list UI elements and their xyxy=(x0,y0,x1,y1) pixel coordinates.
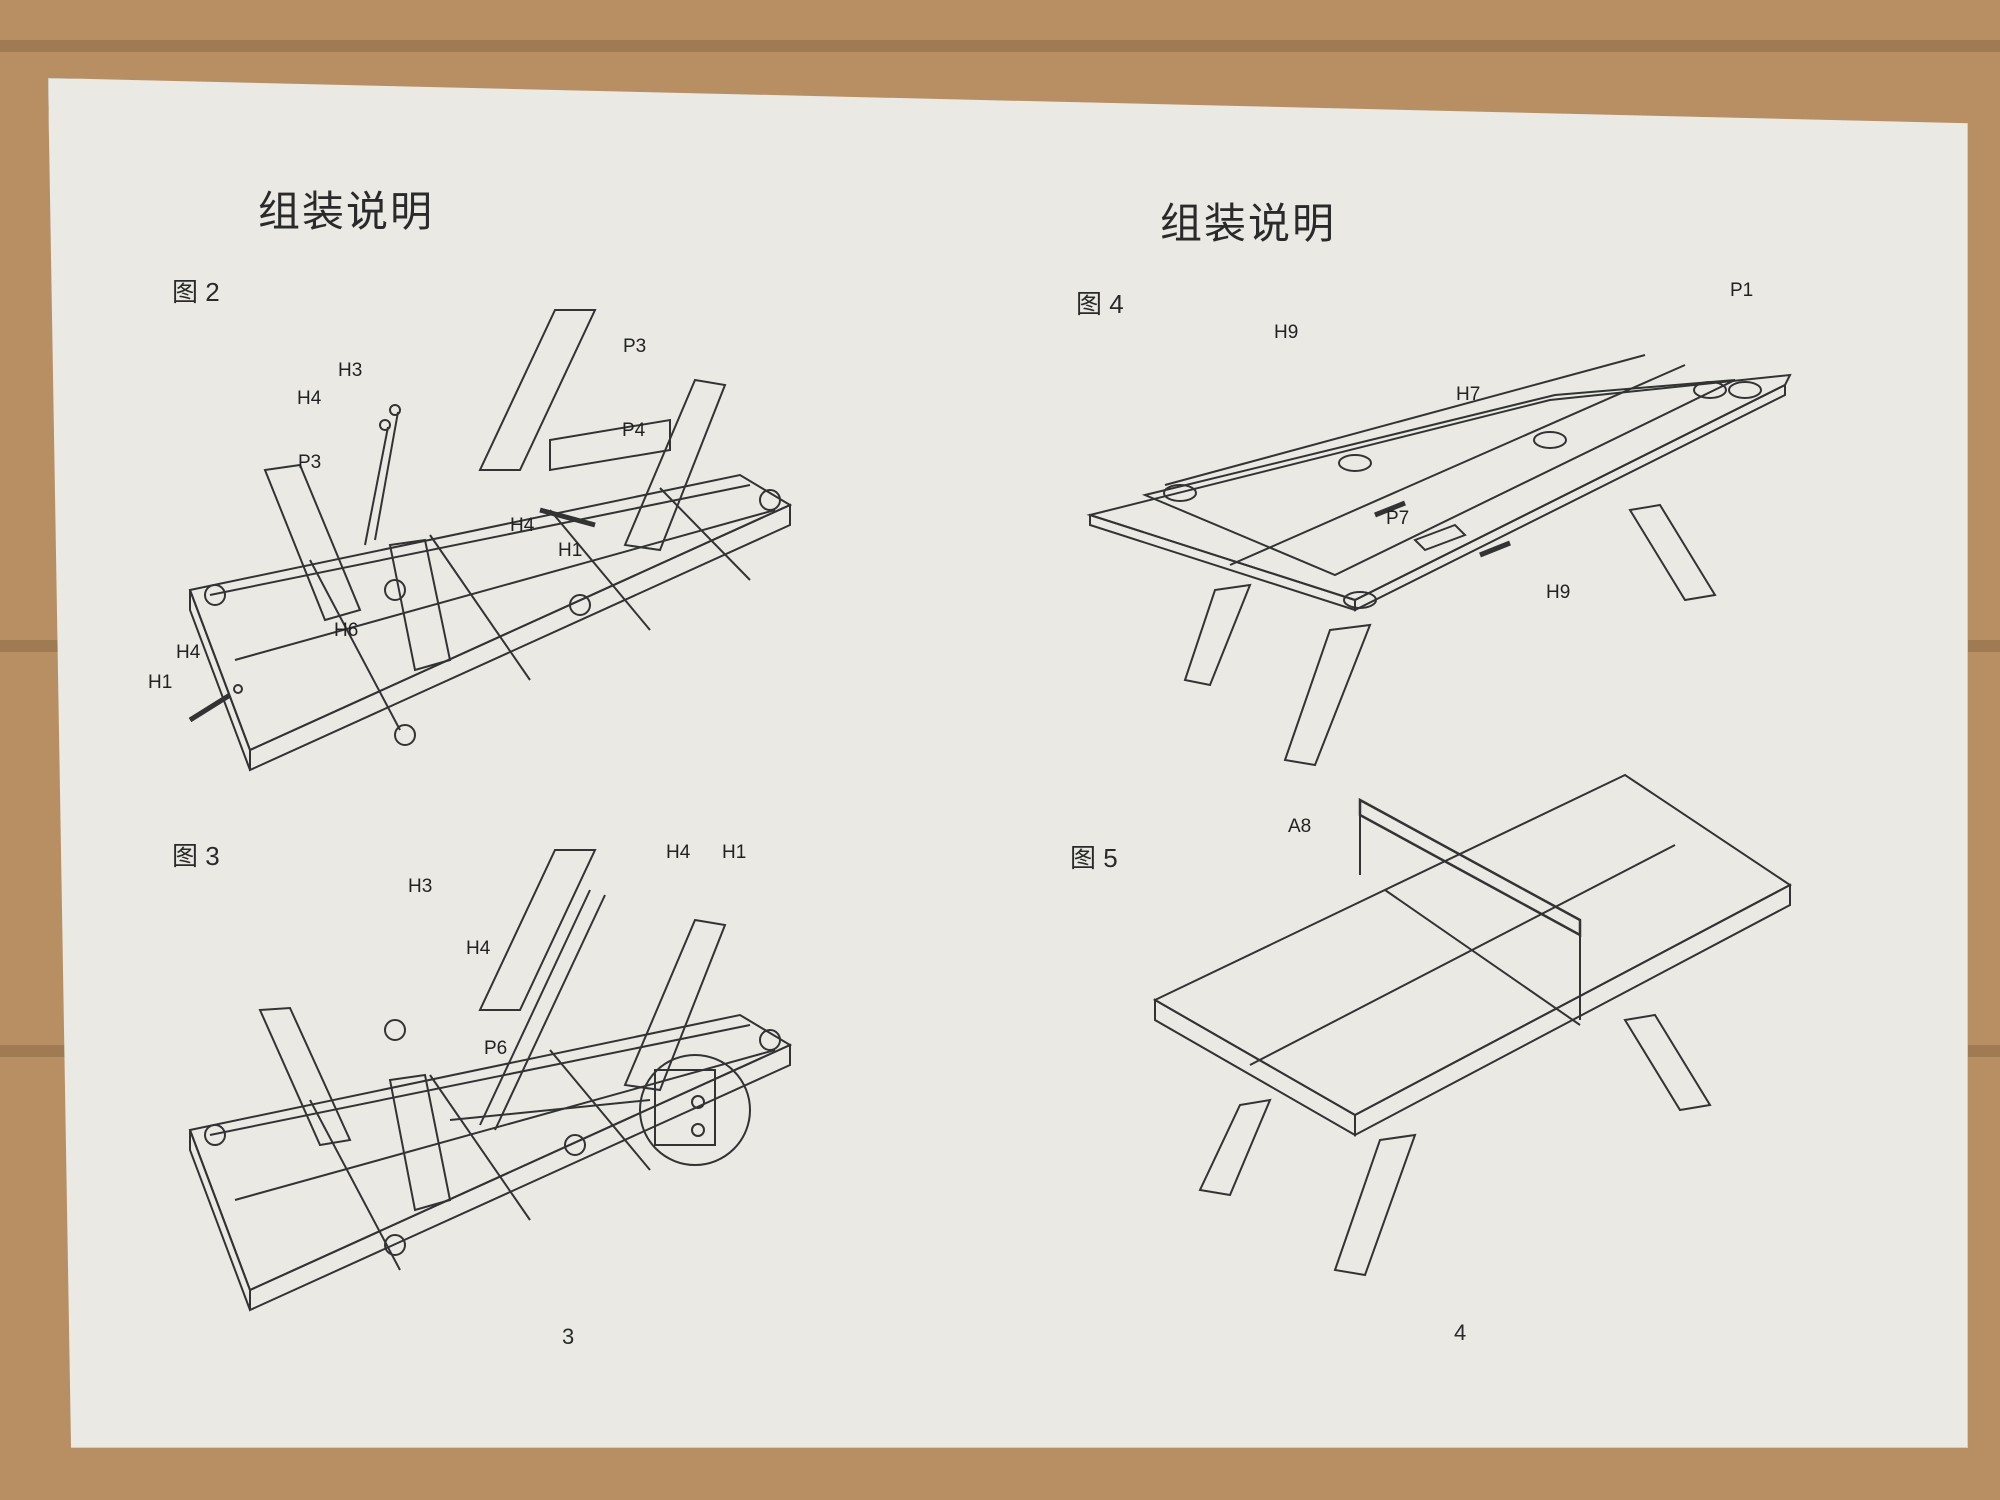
figure-4-drawing xyxy=(1085,245,1805,765)
right-page-heading: 组装说明 xyxy=(1160,200,1337,247)
figure-4-label: 图 4 xyxy=(1076,289,1124,319)
fig4-part-h9-second: H9 xyxy=(1546,582,1571,603)
instruction-sheet xyxy=(48,78,1968,1448)
figure-5-label: 图 5 xyxy=(1070,843,1118,873)
fig2-part-h4-third: H4 xyxy=(176,642,201,663)
figure-2-drawing xyxy=(150,290,810,770)
fig2-part-p4: P4 xyxy=(622,420,646,441)
left-page-heading: 组装说明 xyxy=(258,188,435,235)
fig3-part-h4-second: H4 xyxy=(466,938,491,959)
fig2-part-h3: H3 xyxy=(338,360,363,381)
cardboard-seam-top xyxy=(0,40,2000,52)
fig2-part-h1-second: H1 xyxy=(148,672,173,693)
fig5-part-a8: A8 xyxy=(1288,816,1312,837)
figure-3-label: 图 3 xyxy=(172,841,220,871)
fig2-part-p3: P3 xyxy=(623,336,647,357)
fig2-part-p3-second: P3 xyxy=(298,452,322,473)
fig3-part-h3: H3 xyxy=(408,876,433,897)
fig3-part-p6: P6 xyxy=(484,1038,508,1059)
fig4-part-h9: H9 xyxy=(1274,322,1299,343)
fig4-part-h7: H7 xyxy=(1456,384,1481,405)
left-page-number: 3 xyxy=(562,1324,575,1349)
fig3-part-h4: H4 xyxy=(666,842,691,863)
right-page-number: 4 xyxy=(1454,1320,1467,1345)
fig4-part-p1: P1 xyxy=(1730,280,1754,301)
fig2-part-h6: H6 xyxy=(334,620,359,641)
fig2-part-h4-second: H4 xyxy=(510,515,535,536)
fig2-part-h1: H1 xyxy=(558,540,583,561)
fig4-part-p7: P7 xyxy=(1386,508,1410,529)
fig2-part-h4: H4 xyxy=(297,388,322,409)
figure-5-drawing xyxy=(1150,770,1830,1280)
fig3-part-h1: H1 xyxy=(722,842,747,863)
figure-2-label: 图 2 xyxy=(172,277,220,307)
figure-3-drawing xyxy=(150,830,810,1310)
